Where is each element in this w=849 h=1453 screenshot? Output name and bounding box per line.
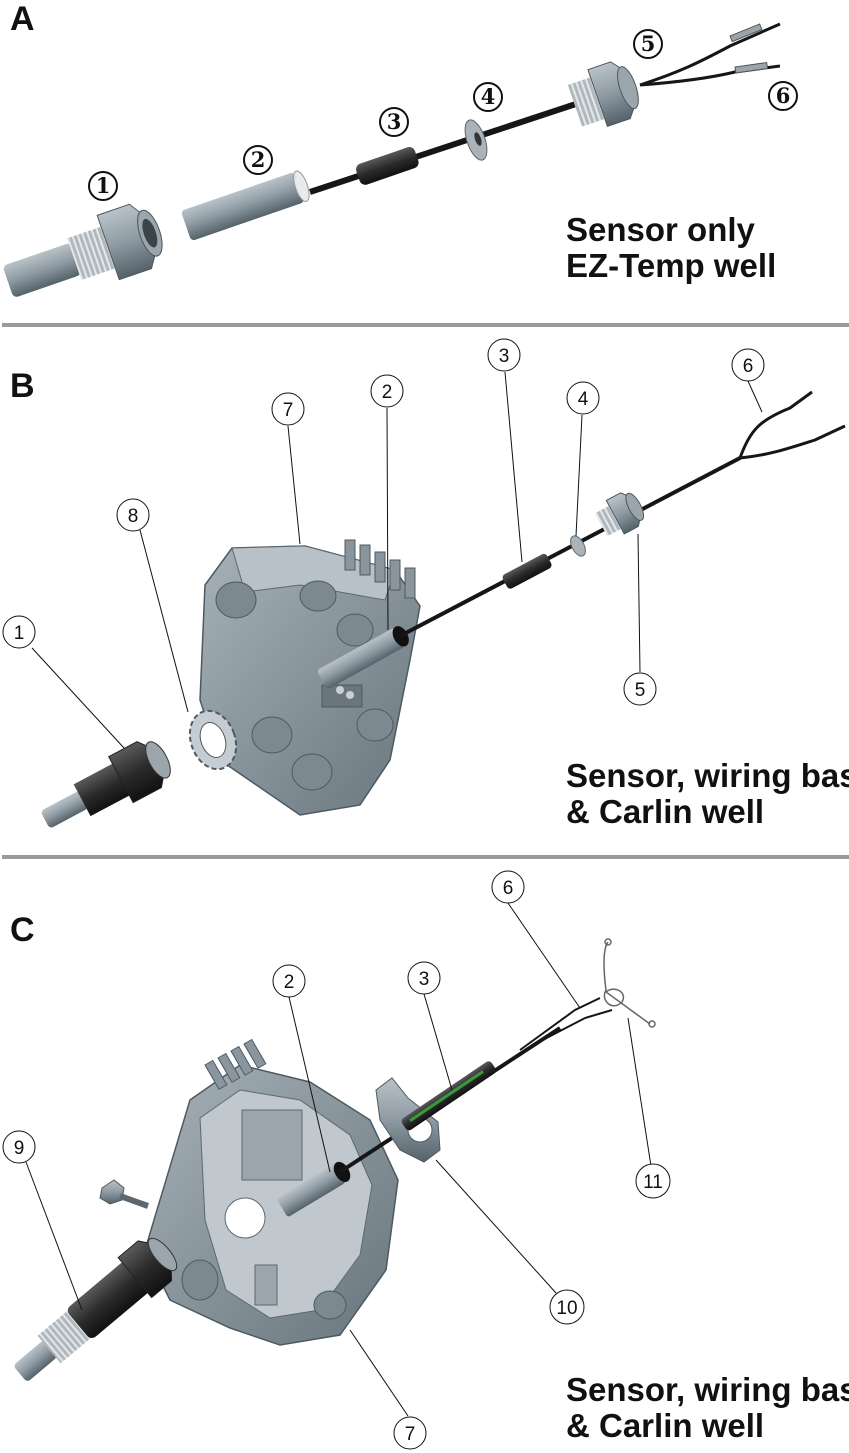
callout-b-4: 4: [566, 381, 600, 415]
panel-letter-c: C: [10, 911, 35, 949]
svg-text:7: 7: [405, 1424, 416, 1445]
svg-text:2: 2: [382, 382, 393, 403]
well-part-a: [3, 203, 163, 297]
callout-a-6: 6: [768, 81, 798, 111]
lead-wires-b: [738, 390, 846, 460]
callout-c-9: 9: [2, 1130, 36, 1164]
svg-text:5: 5: [635, 680, 646, 701]
callout-c-7: 7: [393, 1416, 427, 1450]
svg-text:1: 1: [14, 623, 25, 644]
callout-a-5: 5: [633, 29, 663, 59]
callout-c-11: 11: [635, 1163, 671, 1199]
callout-b-5: 5: [623, 672, 657, 706]
svg-text:2: 2: [284, 972, 295, 993]
caption-a-line-2: EZ-Temp well: [566, 247, 776, 284]
well-part-c: [14, 1237, 178, 1381]
panel-letter-a: A: [10, 0, 35, 38]
leader-lines-b: [31, 371, 763, 749]
svg-text:1: 1: [96, 173, 111, 198]
callout-c-2: 2: [272, 964, 306, 998]
sensor-cable-b: [399, 456, 741, 638]
svg-text:2: 2: [251, 147, 266, 172]
star-washer-part-b: [188, 709, 238, 771]
bushing-part-b: [595, 492, 645, 537]
panel-b: B: [2, 338, 849, 830]
svg-text:3: 3: [419, 969, 430, 990]
caption-b-line-2: & Carlin well: [566, 793, 764, 830]
panel-a: A: [3, 0, 798, 297]
callout-a-4: 4: [473, 82, 503, 112]
wiring-base-part-c: [144, 1038, 399, 1346]
bushing-part-a: [567, 61, 639, 128]
caption-c-line-2: & Carlin well: [566, 1407, 764, 1444]
svg-text:6: 6: [743, 356, 754, 377]
washer-part-a: [464, 119, 488, 161]
svg-text:8: 8: [128, 506, 139, 527]
svg-text:9: 9: [14, 1138, 25, 1159]
svg-text:3: 3: [387, 109, 402, 134]
screw-part-c: [99, 1179, 150, 1209]
leader-lines-c: [25, 902, 652, 1417]
well-part-b: [41, 741, 171, 828]
callout-c-3: 3: [407, 961, 441, 995]
caption-c-line-1: Sensor, wiring base: [566, 1371, 849, 1408]
svg-text:7: 7: [283, 400, 294, 421]
sleeve-part-a: [356, 147, 419, 185]
svg-text:6: 6: [776, 83, 791, 108]
svg-text:5: 5: [641, 31, 656, 56]
callout-c-10: 10: [549, 1289, 585, 1325]
callout-c-6: 6: [491, 870, 525, 904]
washer-part-b: [570, 535, 586, 557]
callout-a-1: 1: [88, 171, 118, 201]
caption-a-line-1: Sensor only: [566, 211, 756, 248]
callout-a-3: 3: [379, 107, 409, 137]
svg-text:6: 6: [503, 878, 514, 899]
callout-b-2: 2: [370, 374, 404, 408]
lead-wires-a: [639, 22, 781, 87]
callout-b-7: 7: [271, 392, 305, 426]
wiring-base-part-b: [199, 539, 421, 816]
sensor-probe-part-a: [181, 170, 310, 241]
lead-wires-c: [519, 997, 613, 1051]
callout-b-6: 6: [731, 348, 765, 382]
sensor-cable-a: [309, 93, 601, 195]
svg-text:11: 11: [643, 1172, 663, 1193]
callout-b-3: 3: [487, 338, 521, 372]
panel-c: C: [2, 870, 849, 1450]
svg-text:3: 3: [499, 346, 510, 367]
svg-text:10: 10: [556, 1298, 577, 1319]
svg-text:4: 4: [578, 389, 589, 410]
panel-letter-b: B: [10, 367, 35, 405]
callout-b-1: 1: [2, 615, 36, 649]
wire-clip-part-c: [603, 938, 656, 1028]
svg-text:4: 4: [481, 84, 496, 109]
callout-b-8: 8: [116, 498, 150, 532]
sleeve-part-c: [401, 1061, 496, 1131]
callout-a-2: 2: [243, 145, 273, 175]
caption-b-line-1: Sensor, wiring base: [566, 757, 849, 794]
sleeve-part-b: [502, 553, 552, 589]
